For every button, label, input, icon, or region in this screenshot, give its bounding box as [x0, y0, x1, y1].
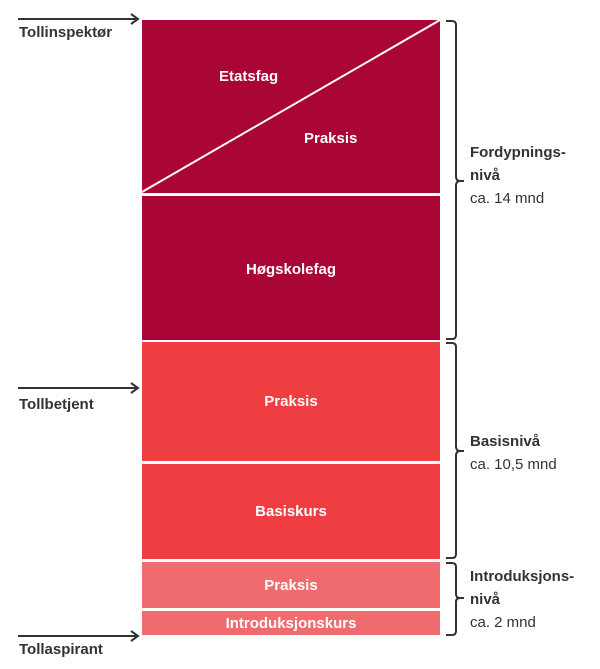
brace-basis — [446, 342, 464, 559]
arrow-tollaspirant — [18, 630, 140, 642]
block-introkurs — [142, 611, 440, 635]
block-basiskurs — [142, 464, 440, 559]
brace-fordypning — [446, 20, 464, 340]
label-hogskolefag: Høgskolefag — [245, 261, 336, 278]
brace-intro — [446, 562, 464, 636]
block-hogskolefag — [142, 196, 440, 340]
label-introkurs: Introduksjonskurs — [225, 615, 357, 632]
label-praksis-intro: Praksis — [264, 577, 318, 594]
label-praksis-basis: Praksis — [264, 393, 318, 410]
role-tollaspirant: Tollaspirant — [19, 641, 103, 658]
level-name-line1: Fordypnings- — [470, 144, 566, 161]
level-duration: ca. 14 mnd — [470, 190, 545, 207]
block-praksis-basis — [142, 342, 440, 461]
level-intro: Introduksjons- nivå ca. 2 mnd — [470, 565, 574, 634]
level-duration: ca. 10,5 mnd — [470, 456, 557, 473]
role-tollinspektor: Tollinspektør — [19, 24, 113, 41]
arrow-tollbetjent — [18, 382, 140, 394]
level-basis: Basisnivå ca. 10,5 mnd — [470, 430, 557, 476]
level-fordypning: Fordypnings- nivå ca. 14 mnd — [470, 141, 566, 210]
level-name-line2: nivå — [470, 591, 501, 608]
label-etatsfag: Etatsfag — [219, 68, 279, 85]
label-praksis-deep: Praksis — [304, 130, 358, 147]
level-name-line1: Basisnivå — [470, 433, 541, 450]
diagonal-divider — [141, 19, 441, 193]
level-duration: ca. 2 mnd — [470, 614, 536, 631]
role-tollbetjent: Tollbetjent — [19, 396, 94, 413]
label-basiskurs: Basiskurs — [255, 503, 327, 520]
level-name-line2: nivå — [470, 167, 501, 184]
level-name-line1: Introduksjons- — [470, 568, 575, 585]
block-praksis-intro — [142, 562, 440, 608]
arrow-tollinspektor — [18, 13, 140, 25]
